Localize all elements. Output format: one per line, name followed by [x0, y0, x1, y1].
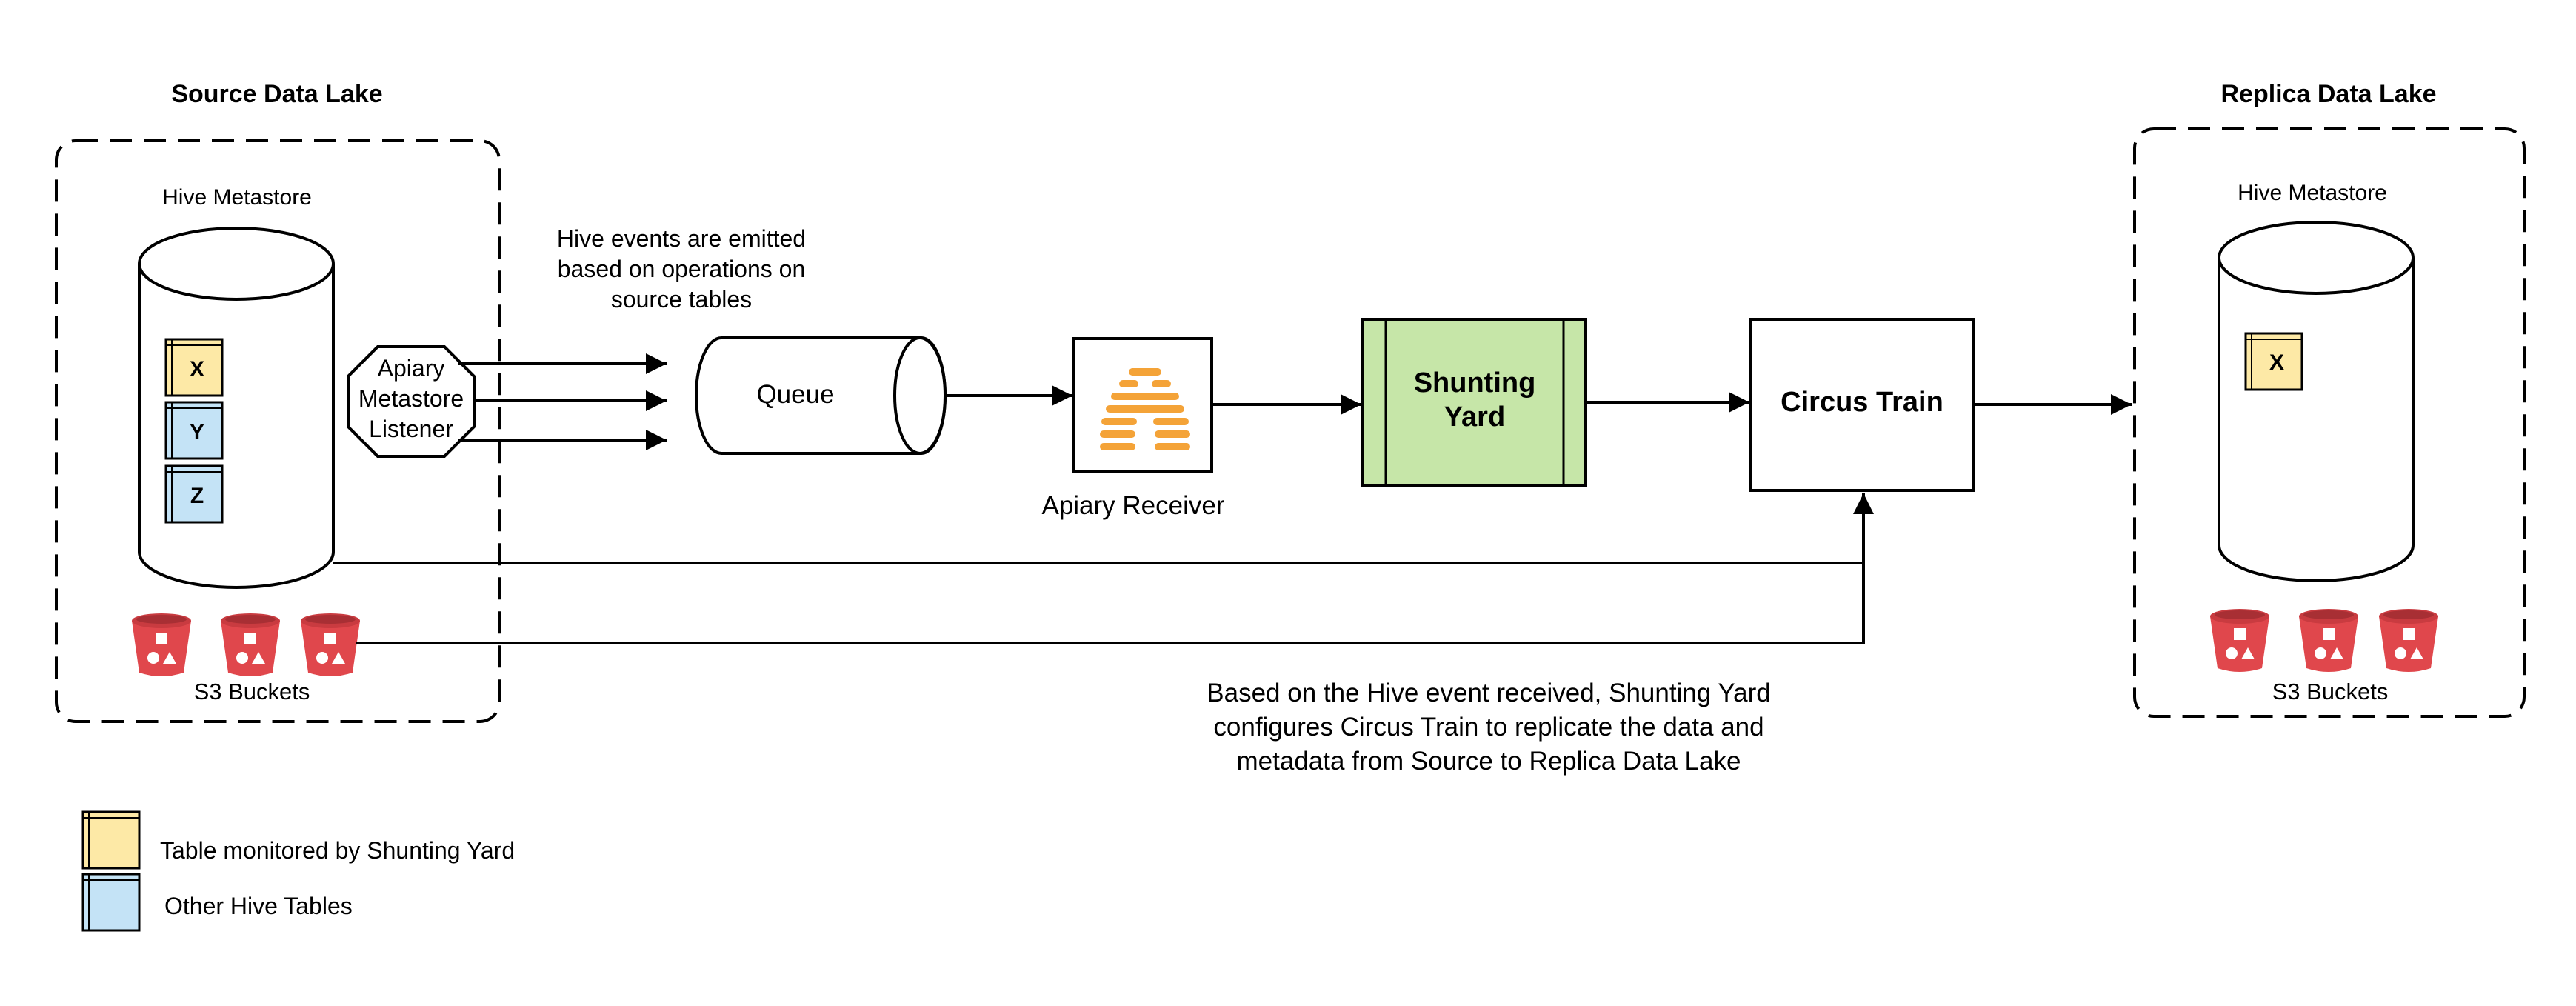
svg-text:Z: Z [190, 484, 204, 508]
svg-text:Yard: Yard [1444, 402, 1505, 433]
svg-text:Hive events are emitted: Hive events are emitted [557, 225, 806, 252]
replica-metastore-label: Hive Metastore [2238, 181, 2387, 205]
source-s3-buckets [132, 613, 360, 676]
svg-text:source tables: source tables [611, 286, 752, 313]
apiary-metastore-listener[interactable]: Apiary Metastore Listener [347, 345, 476, 458]
legend-swatch-monitored [81, 810, 141, 870]
apiary-receiver-label: Apiary Receiver [1041, 491, 1224, 520]
s3-bucket-icon [301, 613, 360, 676]
buckets-connector [356, 563, 1865, 644]
source-table-z[interactable]: Z [164, 464, 224, 524]
svg-text:metadata from Source to Replic: metadata from Source to Replica Data Lak… [1237, 747, 1741, 776]
source-lake-title: Source Data Lake [171, 80, 382, 108]
svg-text:X: X [190, 357, 204, 382]
replica-data-lake: Replica Data Lake Hive Metastore X S3 Bu… [2133, 80, 2526, 718]
legend-item-other: Other Hive Tables [81, 873, 353, 932]
shunting-yard[interactable]: Shunting Yard [1361, 318, 1587, 487]
legend-label-monitored: Table monitored by Shunting Yard [160, 837, 515, 864]
replica-buckets-label: S3 Buckets [2272, 679, 2389, 704]
event-arrows [458, 353, 667, 450]
svg-text:Circus Train: Circus Train [1781, 387, 1943, 418]
replication-note: Based on the Hive event received, Shunti… [1207, 679, 1770, 776]
svg-text:Listener: Listener [369, 416, 453, 442]
replica-lake-boundary [2133, 127, 2526, 718]
circus-train[interactable]: Circus Train [1749, 318, 1975, 492]
replica-table-x[interactable]: X [2244, 332, 2303, 391]
source-buckets-label: S3 Buckets [194, 679, 310, 704]
legend: Table monitored by Shunting Yard Other H… [81, 810, 515, 932]
replica-lake-title: Replica Data Lake [2220, 80, 2436, 108]
source-data-lake: Source Data Lake Hive Metastore X Y Z [55, 80, 501, 723]
source-metastore-label: Hive Metastore [162, 185, 312, 210]
events-note: Hive events are emitted based on operati… [557, 225, 806, 313]
source-to-circus-train-connectors [333, 493, 1874, 644]
svg-text:Queue: Queue [756, 380, 834, 409]
source-lake-boundary [55, 139, 501, 723]
apiary-logo-icon [1100, 368, 1190, 450]
source-table-y[interactable]: Y [164, 401, 224, 460]
queue[interactable]: Queue [695, 336, 947, 455]
legend-label-other: Other Hive Tables [164, 893, 353, 919]
svg-text:Shunting: Shunting [1414, 367, 1536, 399]
source-table-x[interactable]: X [164, 338, 224, 397]
svg-text:based on operations on: based on operations on [558, 256, 805, 282]
s3-bucket-icon [221, 613, 280, 676]
svg-text:Metastore: Metastore [358, 385, 464, 412]
svg-text:Apiary: Apiary [378, 355, 445, 382]
svg-text:Y: Y [190, 420, 204, 444]
s3-bucket-icon [132, 613, 191, 676]
apiary-receiver[interactable] [1072, 337, 1213, 473]
s3-bucket-icon [2379, 609, 2438, 672]
svg-text:configures Circus Train to rep: configures Circus Train to replicate the… [1213, 713, 1764, 742]
legend-item-monitored: Table monitored by Shunting Yard [81, 810, 515, 870]
s3-bucket-icon [2210, 609, 2269, 672]
replica-metastore-cylinder [2218, 221, 2415, 582]
svg-text:X: X [2269, 350, 2284, 375]
replica-s3-buckets [2210, 609, 2438, 672]
legend-swatch-other [81, 873, 141, 932]
s3-bucket-icon [2299, 609, 2358, 672]
svg-text:Based on the Hive event receiv: Based on the Hive event received, Shunti… [1207, 679, 1770, 707]
